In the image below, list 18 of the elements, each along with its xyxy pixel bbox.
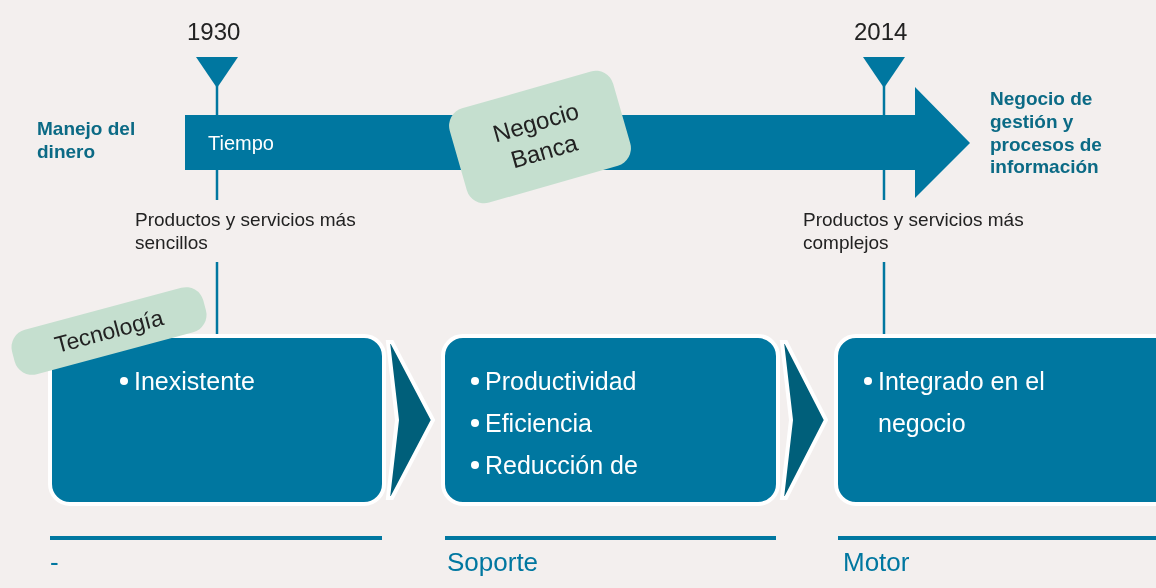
stage-label: - <box>50 547 59 579</box>
content-card <box>441 334 780 506</box>
milestone-note: Productos y servicios más complejos <box>803 209 1025 255</box>
milestone-note: Productos y servicios más sencillos <box>135 209 357 255</box>
bullet-text: Integrado en el negocio <box>878 367 1045 437</box>
chevron-arrow <box>385 340 436 500</box>
year-label: 1930 <box>187 18 241 47</box>
bullet-text: Reducción de <box>485 451 638 479</box>
axis-start-label: Manejo del dinero <box>37 118 137 164</box>
bullet-text: Eficiencia <box>485 409 592 437</box>
bullet-text: Productividad <box>485 367 637 395</box>
stage-label: Soporte <box>447 547 539 579</box>
stage-label: Motor <box>843 547 910 579</box>
content-card <box>834 334 1156 506</box>
arrow-label: Tiempo <box>208 131 274 155</box>
chevron-arrow <box>779 340 829 500</box>
year-label: 2014 <box>854 18 908 47</box>
axis-end-label: Negocio de gestión y procesos de información <box>990 88 1103 180</box>
